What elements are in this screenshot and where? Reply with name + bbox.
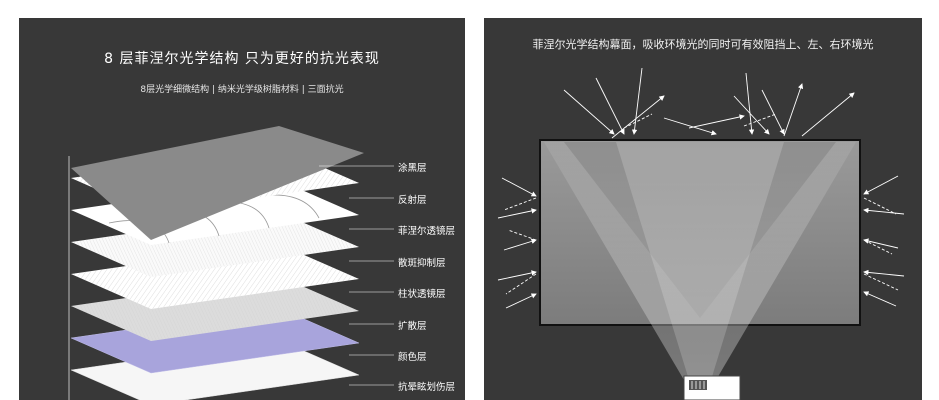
right-reflected-arrows: [863, 197, 899, 291]
layer-diffusion-texture: [71, 276, 359, 341]
layer-label-fresnel: 菲涅尔透镜层: [398, 226, 456, 237]
projector-icon: [683, 375, 741, 400]
right-panel: 菲涅尔光学结构幕面，吸收环境光的同时可有效阻挡上、左、右环境光: [484, 18, 922, 400]
arrow-icon: [563, 67, 855, 139]
layer-black: [71, 126, 364, 240]
left-panel: 8 层菲涅尔光学结构 只为更好的抗光表现 8层光学细微结构 | 纳米光学级树脂材…: [19, 18, 465, 400]
projection-beam-core: [616, 142, 784, 380]
layer-label-diffusion: 扩散层: [398, 321, 427, 332]
left-panel-title: 8 层菲涅尔光学结构 只为更好的抗光表现: [104, 51, 380, 67]
layer-label-lenticular: 柱状透镜层: [398, 289, 446, 300]
layer-label-anti-glare: 抗晕眩划伤层: [398, 382, 456, 393]
layer-speckle-texture: [71, 212, 359, 277]
left-ambient-arrows: [497, 177, 537, 309]
layer-label-speckle: 散斑抑制层: [398, 258, 446, 269]
left-reflected-arrows: [503, 197, 537, 295]
layer-label-black: 涂黑层: [398, 163, 427, 174]
screen-diagram: [497, 67, 905, 400]
right-panel-caption: 菲涅尔光学结构幕面，吸收环境光的同时可有效阻挡上、左、右环境光: [532, 38, 874, 51]
leader-lines: [319, 165, 394, 386]
reflected-arrows-top: [623, 113, 777, 129]
layer-label-color: 颜色层: [398, 352, 427, 363]
projection-beam: [544, 142, 856, 380]
layer-lenticular-texture: [71, 244, 359, 309]
layer-stack-illustration: [68, 126, 394, 400]
right-ambient-arrows: [863, 175, 905, 307]
left-panel-subtitle: 8层光学细微结构 | 纳米光学级树脂材料 | 三面抗光: [140, 85, 344, 95]
layer-label-reflective: 反射层: [398, 195, 427, 206]
